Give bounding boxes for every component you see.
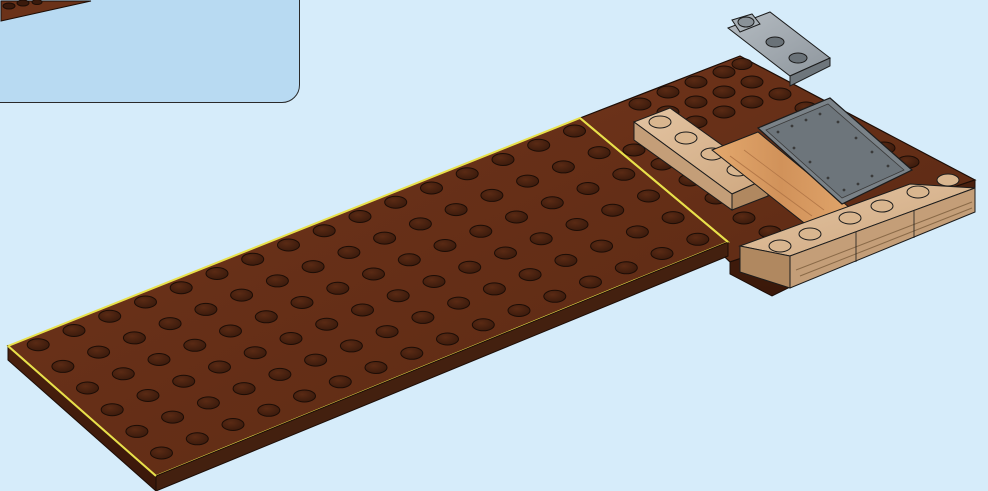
stud bbox=[159, 318, 181, 330]
stud bbox=[313, 225, 335, 237]
stud bbox=[338, 246, 360, 258]
stud bbox=[88, 346, 110, 358]
stud bbox=[577, 183, 599, 195]
stud bbox=[269, 368, 291, 380]
stud bbox=[184, 339, 206, 351]
stud bbox=[517, 175, 539, 187]
stud bbox=[255, 311, 277, 323]
stud bbox=[222, 419, 244, 431]
stud bbox=[626, 226, 648, 238]
stud bbox=[385, 196, 407, 208]
stud bbox=[209, 361, 231, 373]
stud bbox=[481, 189, 503, 201]
stud bbox=[456, 168, 478, 180]
stud bbox=[421, 182, 443, 194]
stud bbox=[266, 275, 288, 287]
stud bbox=[151, 447, 173, 459]
stud bbox=[555, 254, 577, 266]
stud bbox=[340, 340, 362, 352]
stud bbox=[327, 282, 349, 294]
stud bbox=[101, 404, 123, 416]
stud bbox=[220, 325, 242, 337]
stud bbox=[242, 253, 264, 265]
stud bbox=[506, 211, 528, 223]
stud bbox=[687, 233, 709, 245]
stud bbox=[519, 269, 541, 281]
stud bbox=[423, 276, 445, 288]
stud bbox=[197, 397, 219, 409]
stud bbox=[651, 248, 673, 260]
stud bbox=[591, 240, 613, 252]
stud bbox=[291, 297, 313, 309]
stud bbox=[123, 332, 145, 344]
stud bbox=[437, 333, 459, 345]
stud bbox=[483, 283, 505, 295]
stud bbox=[613, 168, 635, 180]
stud bbox=[63, 325, 85, 337]
stud bbox=[615, 262, 637, 274]
stud bbox=[231, 289, 253, 301]
stud bbox=[602, 204, 624, 216]
stud bbox=[195, 303, 217, 315]
stud bbox=[294, 390, 316, 402]
stud bbox=[206, 268, 228, 280]
stud bbox=[374, 232, 396, 244]
stud bbox=[544, 290, 566, 302]
stud bbox=[412, 311, 434, 323]
stud bbox=[112, 368, 134, 380]
stud bbox=[302, 261, 324, 273]
stud bbox=[588, 147, 610, 159]
stud bbox=[27, 339, 49, 351]
stud bbox=[472, 319, 494, 331]
stud bbox=[363, 268, 385, 280]
stud bbox=[398, 254, 420, 266]
stud bbox=[409, 218, 431, 230]
stud bbox=[495, 247, 517, 259]
stud bbox=[258, 404, 280, 416]
stud bbox=[580, 276, 602, 288]
stud bbox=[470, 225, 492, 237]
stud bbox=[148, 354, 170, 366]
stud bbox=[137, 390, 159, 402]
stud bbox=[280, 333, 302, 345]
stud bbox=[638, 190, 660, 202]
stud bbox=[530, 233, 552, 245]
stud bbox=[566, 219, 588, 231]
stud bbox=[135, 296, 157, 308]
stud bbox=[173, 375, 195, 387]
stud bbox=[233, 383, 255, 395]
stud bbox=[662, 212, 684, 224]
stud bbox=[99, 310, 121, 322]
stud bbox=[349, 211, 371, 223]
stud bbox=[126, 425, 148, 437]
stud bbox=[162, 411, 184, 423]
stud bbox=[564, 125, 586, 137]
stud bbox=[445, 204, 467, 216]
stud bbox=[492, 154, 514, 166]
stud bbox=[316, 318, 338, 330]
stud bbox=[541, 197, 563, 209]
stud bbox=[434, 240, 456, 252]
stud bbox=[552, 161, 574, 173]
stud bbox=[508, 305, 530, 317]
stud bbox=[52, 360, 74, 372]
stud bbox=[186, 433, 208, 445]
stud bbox=[170, 282, 192, 294]
stud bbox=[352, 304, 374, 316]
stud bbox=[329, 376, 351, 388]
stud bbox=[528, 139, 550, 151]
stud bbox=[448, 297, 470, 309]
stud bbox=[77, 382, 99, 394]
stud bbox=[365, 362, 387, 374]
stud bbox=[244, 347, 266, 359]
stud bbox=[401, 347, 423, 359]
stud bbox=[305, 354, 327, 366]
stud bbox=[387, 290, 409, 302]
stud bbox=[278, 239, 300, 251]
stud bbox=[459, 261, 481, 273]
stud bbox=[376, 326, 398, 338]
